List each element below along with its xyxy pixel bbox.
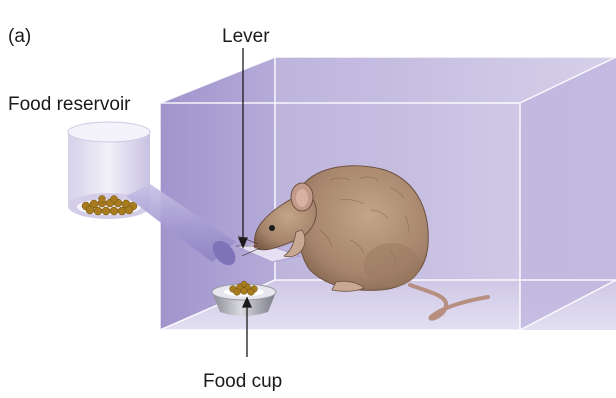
rat-eye [269, 225, 275, 231]
food-cup [212, 281, 276, 316]
panel-label: (a) [8, 27, 31, 46]
food-reservoir-label: Food reservoir [8, 95, 131, 114]
lever-label: Lever [222, 27, 270, 46]
food-cup-label: Food cup [203, 372, 282, 391]
